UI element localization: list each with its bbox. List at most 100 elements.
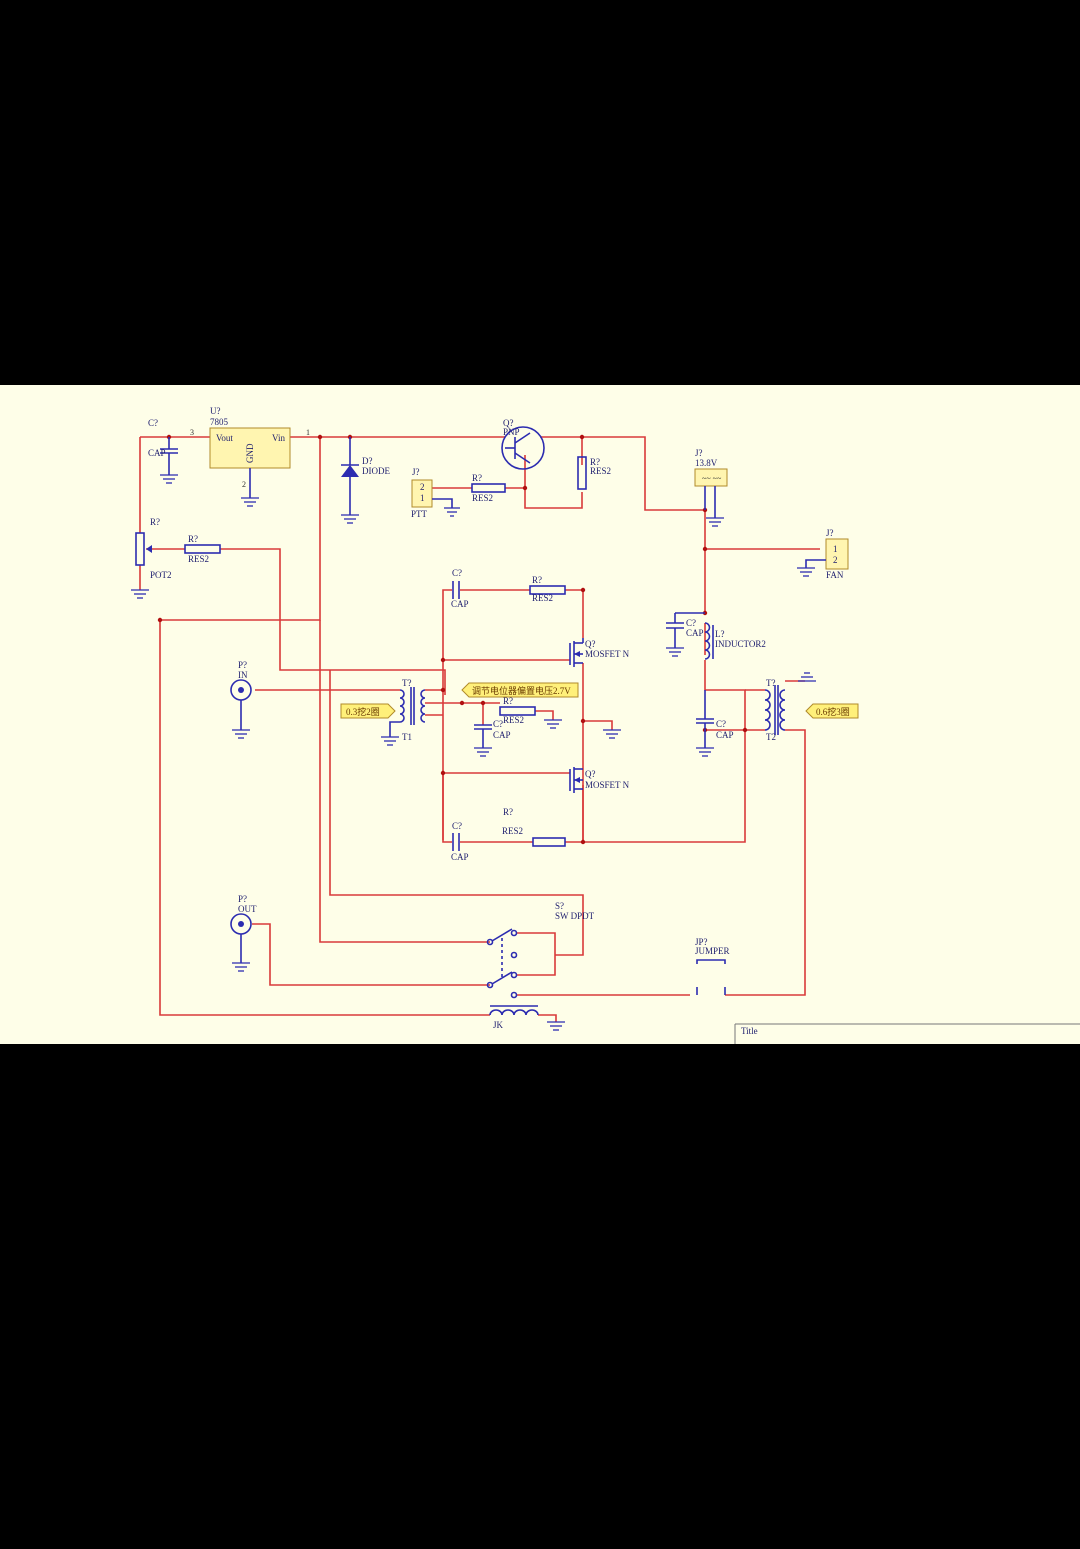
- svg-text:CAP: CAP: [451, 599, 469, 609]
- svg-text:J?: J?: [695, 448, 703, 458]
- ground-symbol: [444, 507, 460, 517]
- svg-text:JUMPER: JUMPER: [695, 946, 730, 956]
- ground-symbol: [696, 747, 714, 757]
- svg-text:R?: R?: [150, 517, 160, 527]
- note-t1-winding: 0.3挖2圈: [340, 703, 396, 719]
- resistor-r-gate-bot[interactable]: R? RES2: [502, 807, 566, 847]
- svg-text:T?: T?: [766, 678, 776, 688]
- capacitor-c-gate-bot[interactable]: C? CAP: [451, 821, 469, 862]
- ground-symbol: [160, 474, 178, 484]
- svg-text:Q?: Q?: [585, 769, 596, 779]
- resistor-r-bias[interactable]: R? RES2: [499, 696, 562, 729]
- ground-symbol: [666, 647, 684, 657]
- title-block: Title: [734, 1023, 1080, 1044]
- svg-text:0.3挖2圈: 0.3挖2圈: [346, 706, 380, 717]
- ground-symbol: [798, 672, 816, 682]
- svg-text:调节电位器偏置电压2.7V: 调节电位器偏置电压2.7V: [472, 685, 571, 696]
- svg-text:C?: C?: [148, 418, 158, 428]
- connector-13-8v[interactable]: ~~ ~~ J? 13.8V: [694, 448, 728, 527]
- ground-symbol: [547, 1021, 565, 1031]
- svg-text:OUT: OUT: [238, 904, 257, 914]
- svg-text:PTT: PTT: [411, 509, 428, 519]
- svg-text:1: 1: [833, 544, 838, 554]
- svg-text:~~ ~~: ~~ ~~: [702, 474, 722, 483]
- svg-text:3: 3: [190, 428, 194, 437]
- ground-symbol: [797, 567, 815, 577]
- jumper-jp[interactable]: JP? JUMPER: [695, 937, 730, 995]
- svg-text:PNP: PNP: [503, 427, 520, 437]
- svg-text:MOSFET N: MOSFET N: [585, 780, 630, 790]
- ground-symbol: [232, 729, 250, 739]
- port-in[interactable]: P? IN: [230, 660, 252, 739]
- note-bias-voltage: 调节电位器偏置电压2.7V: [461, 682, 579, 698]
- schematic-sheet: C? CAP U? 7805 Vout Vin GND 3 1 2 D? DIO…: [0, 385, 1080, 1044]
- svg-text:GND: GND: [245, 443, 255, 463]
- svg-text:C?: C?: [686, 618, 696, 628]
- ground-symbol: [341, 514, 359, 524]
- svg-text:RES2: RES2: [188, 554, 209, 564]
- svg-text:POT2: POT2: [150, 570, 172, 580]
- transformer-t1[interactable]: T? T1: [381, 678, 426, 746]
- svg-text:7805: 7805: [210, 417, 229, 427]
- svg-text:Q?: Q?: [585, 639, 596, 649]
- svg-text:C?: C?: [452, 821, 462, 831]
- svg-text:J?: J?: [412, 467, 420, 477]
- svg-text:Title: Title: [741, 1026, 758, 1036]
- connector-fan[interactable]: J? 1 2 FAN: [797, 528, 849, 580]
- svg-text:FAN: FAN: [826, 570, 844, 580]
- svg-text:T1: T1: [402, 732, 412, 742]
- resistor-r-gate-top[interactable]: R? RES2: [529, 575, 566, 603]
- svg-text:INDUCTOR2: INDUCTOR2: [715, 639, 766, 649]
- connector-ptt[interactable]: J? 2 1 PTT: [411, 467, 460, 519]
- svg-text:RES2: RES2: [472, 493, 493, 503]
- resistor-r-pnp[interactable]: R? RES2: [577, 456, 611, 490]
- port-out[interactable]: P? OUT: [230, 894, 257, 972]
- mosfet-bottom[interactable]: Q? MOSFET N: [569, 767, 630, 793]
- ground-symbol: [381, 736, 399, 746]
- svg-text:JK: JK: [493, 1020, 504, 1030]
- svg-text:L?: L?: [715, 629, 725, 639]
- svg-text:13.8V: 13.8V: [695, 458, 718, 468]
- svg-text:P?: P?: [238, 660, 247, 670]
- capacitor-c-t2[interactable]: C? CAP: [696, 690, 734, 757]
- svg-text:R?: R?: [532, 575, 542, 585]
- svg-text:J?: J?: [826, 528, 834, 538]
- ground-symbol: [131, 589, 149, 599]
- svg-text:R?: R?: [503, 696, 513, 706]
- ground-symbol: [232, 962, 250, 972]
- switch-dpdt[interactable]: S? SW DPDT: [486, 901, 595, 999]
- svg-text:S?: S?: [555, 901, 564, 911]
- resistor-r-ptt[interactable]: R? RES2: [471, 473, 506, 503]
- svg-text:T2: T2: [766, 732, 776, 742]
- svg-text:R?: R?: [188, 534, 198, 544]
- svg-text:C?: C?: [452, 568, 462, 578]
- svg-text:JP?: JP?: [695, 937, 708, 947]
- ground-symbol: [241, 497, 259, 507]
- transistor-pnp[interactable]: Q? PNP: [501, 418, 545, 470]
- svg-text:RES2: RES2: [590, 466, 611, 476]
- ground-symbol: [706, 517, 724, 527]
- svg-text:Q?: Q?: [503, 418, 514, 428]
- svg-text:IN: IN: [238, 670, 248, 680]
- diode-d[interactable]: D? DIODE: [341, 437, 390, 524]
- svg-text:Vin: Vin: [272, 433, 285, 443]
- transformer-t2[interactable]: T? T2: [764, 672, 816, 742]
- regulator-7805[interactable]: U? 7805 Vout Vin GND 3 1 2: [190, 406, 310, 507]
- potentiometer-pot2[interactable]: R? POT2: [131, 517, 172, 599]
- inductor-l[interactable]: L? INDUCTOR2: [704, 622, 766, 660]
- capacitor-c-gate-top[interactable]: C? CAP: [451, 568, 469, 609]
- svg-text:SW DPDT: SW DPDT: [555, 911, 595, 921]
- mosfet-top[interactable]: Q? MOSFET N: [569, 638, 630, 667]
- svg-text:T?: T?: [402, 678, 412, 688]
- capacitor-c-bias[interactable]: C? CAP: [474, 719, 511, 757]
- svg-text:C?: C?: [493, 719, 503, 729]
- svg-text:U?: U?: [210, 406, 221, 416]
- capacitor-c-inductor[interactable]: C? CAP: [666, 612, 705, 657]
- svg-text:D?: D?: [362, 456, 373, 466]
- resistor-r-pot[interactable]: R? RES2: [184, 534, 221, 564]
- svg-text:2: 2: [833, 555, 838, 565]
- svg-text:CAP: CAP: [493, 730, 511, 740]
- capacitor-c-top[interactable]: C? CAP: [148, 418, 178, 484]
- svg-text:RES2: RES2: [502, 826, 523, 836]
- relay-coil-jk[interactable]: JK: [489, 1005, 565, 1031]
